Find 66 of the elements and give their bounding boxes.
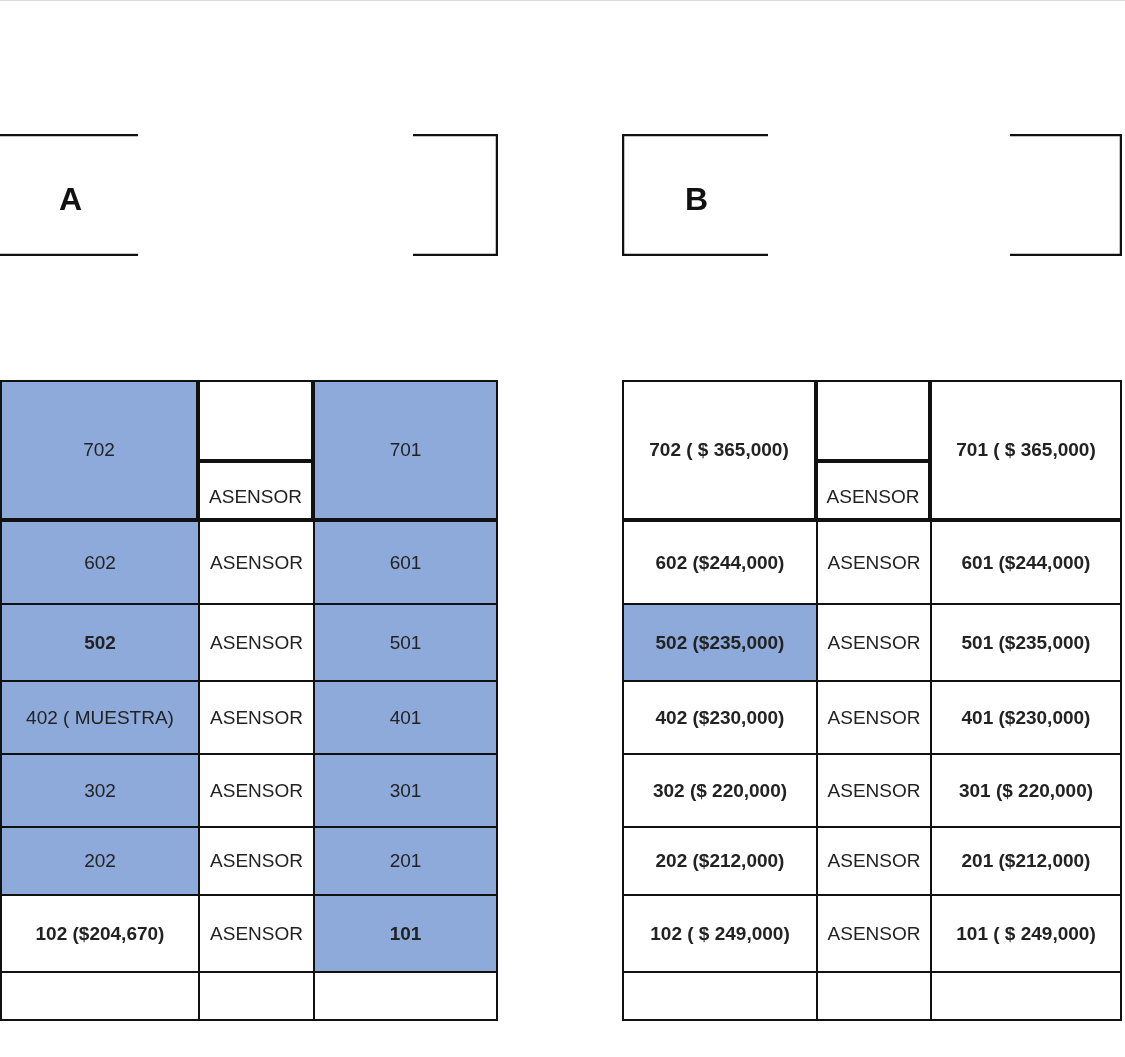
unit-label: 401 ($230,000) (961, 706, 1091, 729)
unit-label: 102 ( $ 249,000) (650, 922, 790, 945)
unit-label: ASENSOR (210, 706, 303, 729)
unit-label: ASENSOR (826, 486, 920, 508)
unit-label: ASENSOR (209, 486, 302, 508)
unit-label: 601 ($244,000) (961, 551, 1091, 574)
unit-cell (622, 520, 818, 605)
unit-cell-highlighted (0, 520, 200, 605)
unit-label: ASENSOR (210, 779, 303, 802)
unit-label: ASENSOR (827, 706, 921, 729)
unit-label: 502 (84, 631, 116, 654)
unit-label: 301 ($ 220,000) (958, 779, 1094, 802)
unit-cell-highlighted (0, 680, 200, 755)
unit-label: 702 (83, 439, 115, 461)
unit-cell-highlighted (0, 753, 200, 828)
unit-label: ASENSOR (827, 551, 921, 574)
unit-label: 602 ($244,000) (655, 551, 785, 574)
unit-label: 702 ( $ 365,000) (649, 439, 789, 461)
empty-cell (816, 380, 930, 461)
unit-label: 501 ($235,000) (961, 631, 1091, 654)
unit-label: 101 (389, 922, 422, 945)
unit-label: 302 ($ 220,000) (652, 779, 788, 802)
unit-label: ASENSOR (210, 922, 303, 945)
unit-cell-highlighted (0, 380, 198, 520)
empty-cell (198, 380, 313, 461)
unit-label: ASENSOR (210, 551, 303, 574)
unit-cell-highlighted (313, 680, 498, 755)
tower-letter: B (685, 181, 709, 218)
unit-label: 502 ($235,000) (655, 631, 785, 654)
unit-label: ASENSOR (210, 850, 303, 872)
unit-cell (930, 520, 1122, 605)
unit-label: 102 ($204,670) (35, 922, 165, 945)
unit-cell-highlighted (313, 894, 498, 973)
unit-label: ASENSOR (827, 631, 921, 654)
unit-label: 202 (84, 850, 116, 872)
unit-label: 602 (84, 551, 116, 574)
unit-label: 501 (389, 631, 422, 654)
unit-label: 301 (389, 779, 422, 802)
unit-label: 402 ( MUESTRA) (26, 706, 174, 729)
unit-cell-highlighted (0, 603, 200, 682)
unit-cell-highlighted (313, 753, 498, 828)
unit-label: ASENSOR (210, 631, 303, 654)
unit-label: 402 ($230,000) (655, 706, 785, 729)
unit-cell-highlighted (313, 380, 498, 520)
unit-cell-highlighted (313, 603, 498, 682)
tower-letter: A (59, 181, 83, 218)
unit-cell (816, 461, 930, 520)
unit-label: ASENSOR (827, 922, 921, 945)
unit-cell (622, 380, 816, 520)
unit-label: 202 ($212,000) (655, 850, 785, 872)
unit-label: 601 (389, 551, 422, 574)
unit-cell (930, 380, 1122, 520)
unit-cell-highlighted (622, 603, 818, 682)
unit-label: ASENSOR (827, 779, 921, 802)
unit-label: 302 (84, 779, 116, 802)
unit-label: 401 (389, 706, 422, 729)
unit-label: 201 (389, 850, 422, 872)
unit-cell-highlighted (313, 520, 498, 605)
unit-cell-highlighted (0, 826, 200, 896)
unit-label: 201 ($212,000) (961, 850, 1091, 872)
unit-cell (198, 461, 313, 520)
unit-label: 701 ( $ 365,000) (956, 439, 1096, 461)
unit-label: 701 (389, 439, 422, 461)
unit-label: ASENSOR (827, 850, 921, 872)
unit-cell-highlighted (313, 826, 498, 896)
unit-label: 101 ( $ 249,000) (956, 922, 1096, 945)
